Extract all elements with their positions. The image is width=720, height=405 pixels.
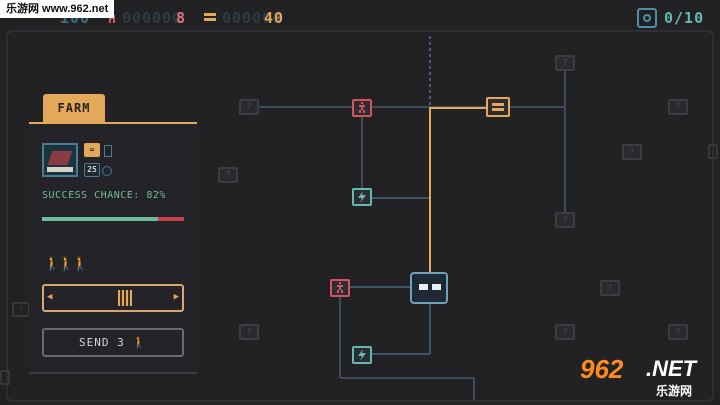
farm-node-selected[interactable] (486, 97, 510, 117)
population-digits-dim: 000000 (122, 9, 183, 27)
person-icon: 🚶 (132, 336, 148, 349)
unknown-node[interactable]: ? (555, 55, 575, 71)
goal-target-icon (637, 8, 657, 28)
unknown-node[interactable]: ? (622, 144, 642, 160)
food-icon (492, 103, 504, 111)
logo-number: 962 (580, 354, 624, 384)
energy-node[interactable] (352, 188, 372, 206)
monster-eye-left (419, 284, 428, 290)
send-button-label: SEND 3 (78, 336, 125, 349)
logo-net: .NET (646, 356, 697, 381)
monster-eye-right (432, 284, 441, 290)
slider-left-arrow[interactable]: ◀ (47, 292, 53, 302)
energy-node[interactable] (352, 346, 372, 364)
success-chance-fill (42, 217, 159, 221)
success-chance-bar (42, 217, 184, 221)
slot-indicator (104, 145, 112, 157)
food-badge: = (84, 143, 100, 157)
top-hud: 100 000000 8 000000 40 0/10 (0, 0, 720, 34)
population-value: 8 (176, 9, 187, 27)
lightning-icon (358, 191, 366, 203)
goal-counter: 0/10 (664, 9, 705, 27)
site-logo: 962 .NET 乐游网 (580, 354, 716, 400)
home-base-monster[interactable] (410, 272, 448, 304)
unknown-node[interactable]: ? (600, 280, 620, 296)
unknown-node[interactable]: ? (555, 212, 575, 228)
unknown-node-edge[interactable] (0, 370, 10, 385)
slider-thumb[interactable] (118, 290, 132, 306)
person-icon (359, 102, 365, 113)
site-watermark: 乐游网 www.962.net (0, 0, 115, 18)
logo-cn: 乐游网 (656, 384, 693, 398)
food-value: 40 (264, 9, 285, 27)
people-slider[interactable]: ◀ ▶ (42, 284, 184, 312)
slider-right-arrow[interactable]: ▶ (173, 292, 179, 302)
unknown-node[interactable]: ? (668, 324, 688, 340)
level-badge: 25 (84, 163, 100, 177)
map-frame (6, 30, 714, 402)
unknown-node-edge[interactable] (708, 144, 718, 159)
unknown-node[interactable]: ? (218, 167, 238, 183)
cycle-indicator (102, 166, 112, 176)
assigned-people-icons: 🚶🚶🚶 (44, 257, 89, 272)
food-icon (204, 13, 216, 21)
farm-portrait (42, 143, 78, 177)
send-button[interactable]: SEND 3 🚶 (42, 328, 184, 357)
success-chance-label: SUCCESS CHANCE: 82% (42, 190, 166, 201)
unknown-node[interactable]: ? (555, 324, 575, 340)
unknown-node[interactable]: ? (239, 324, 259, 340)
lightning-icon (358, 349, 366, 361)
unknown-node[interactable]: ? (668, 99, 688, 115)
person-icon (337, 282, 343, 293)
unknown-node[interactable]: ? (12, 302, 30, 317)
panel-title-tab: FARM (43, 94, 105, 122)
population-node[interactable] (352, 99, 372, 117)
population-node[interactable] (330, 279, 350, 297)
unknown-node[interactable]: ? (239, 99, 259, 115)
food-digits-dim: 000000 (222, 9, 283, 27)
